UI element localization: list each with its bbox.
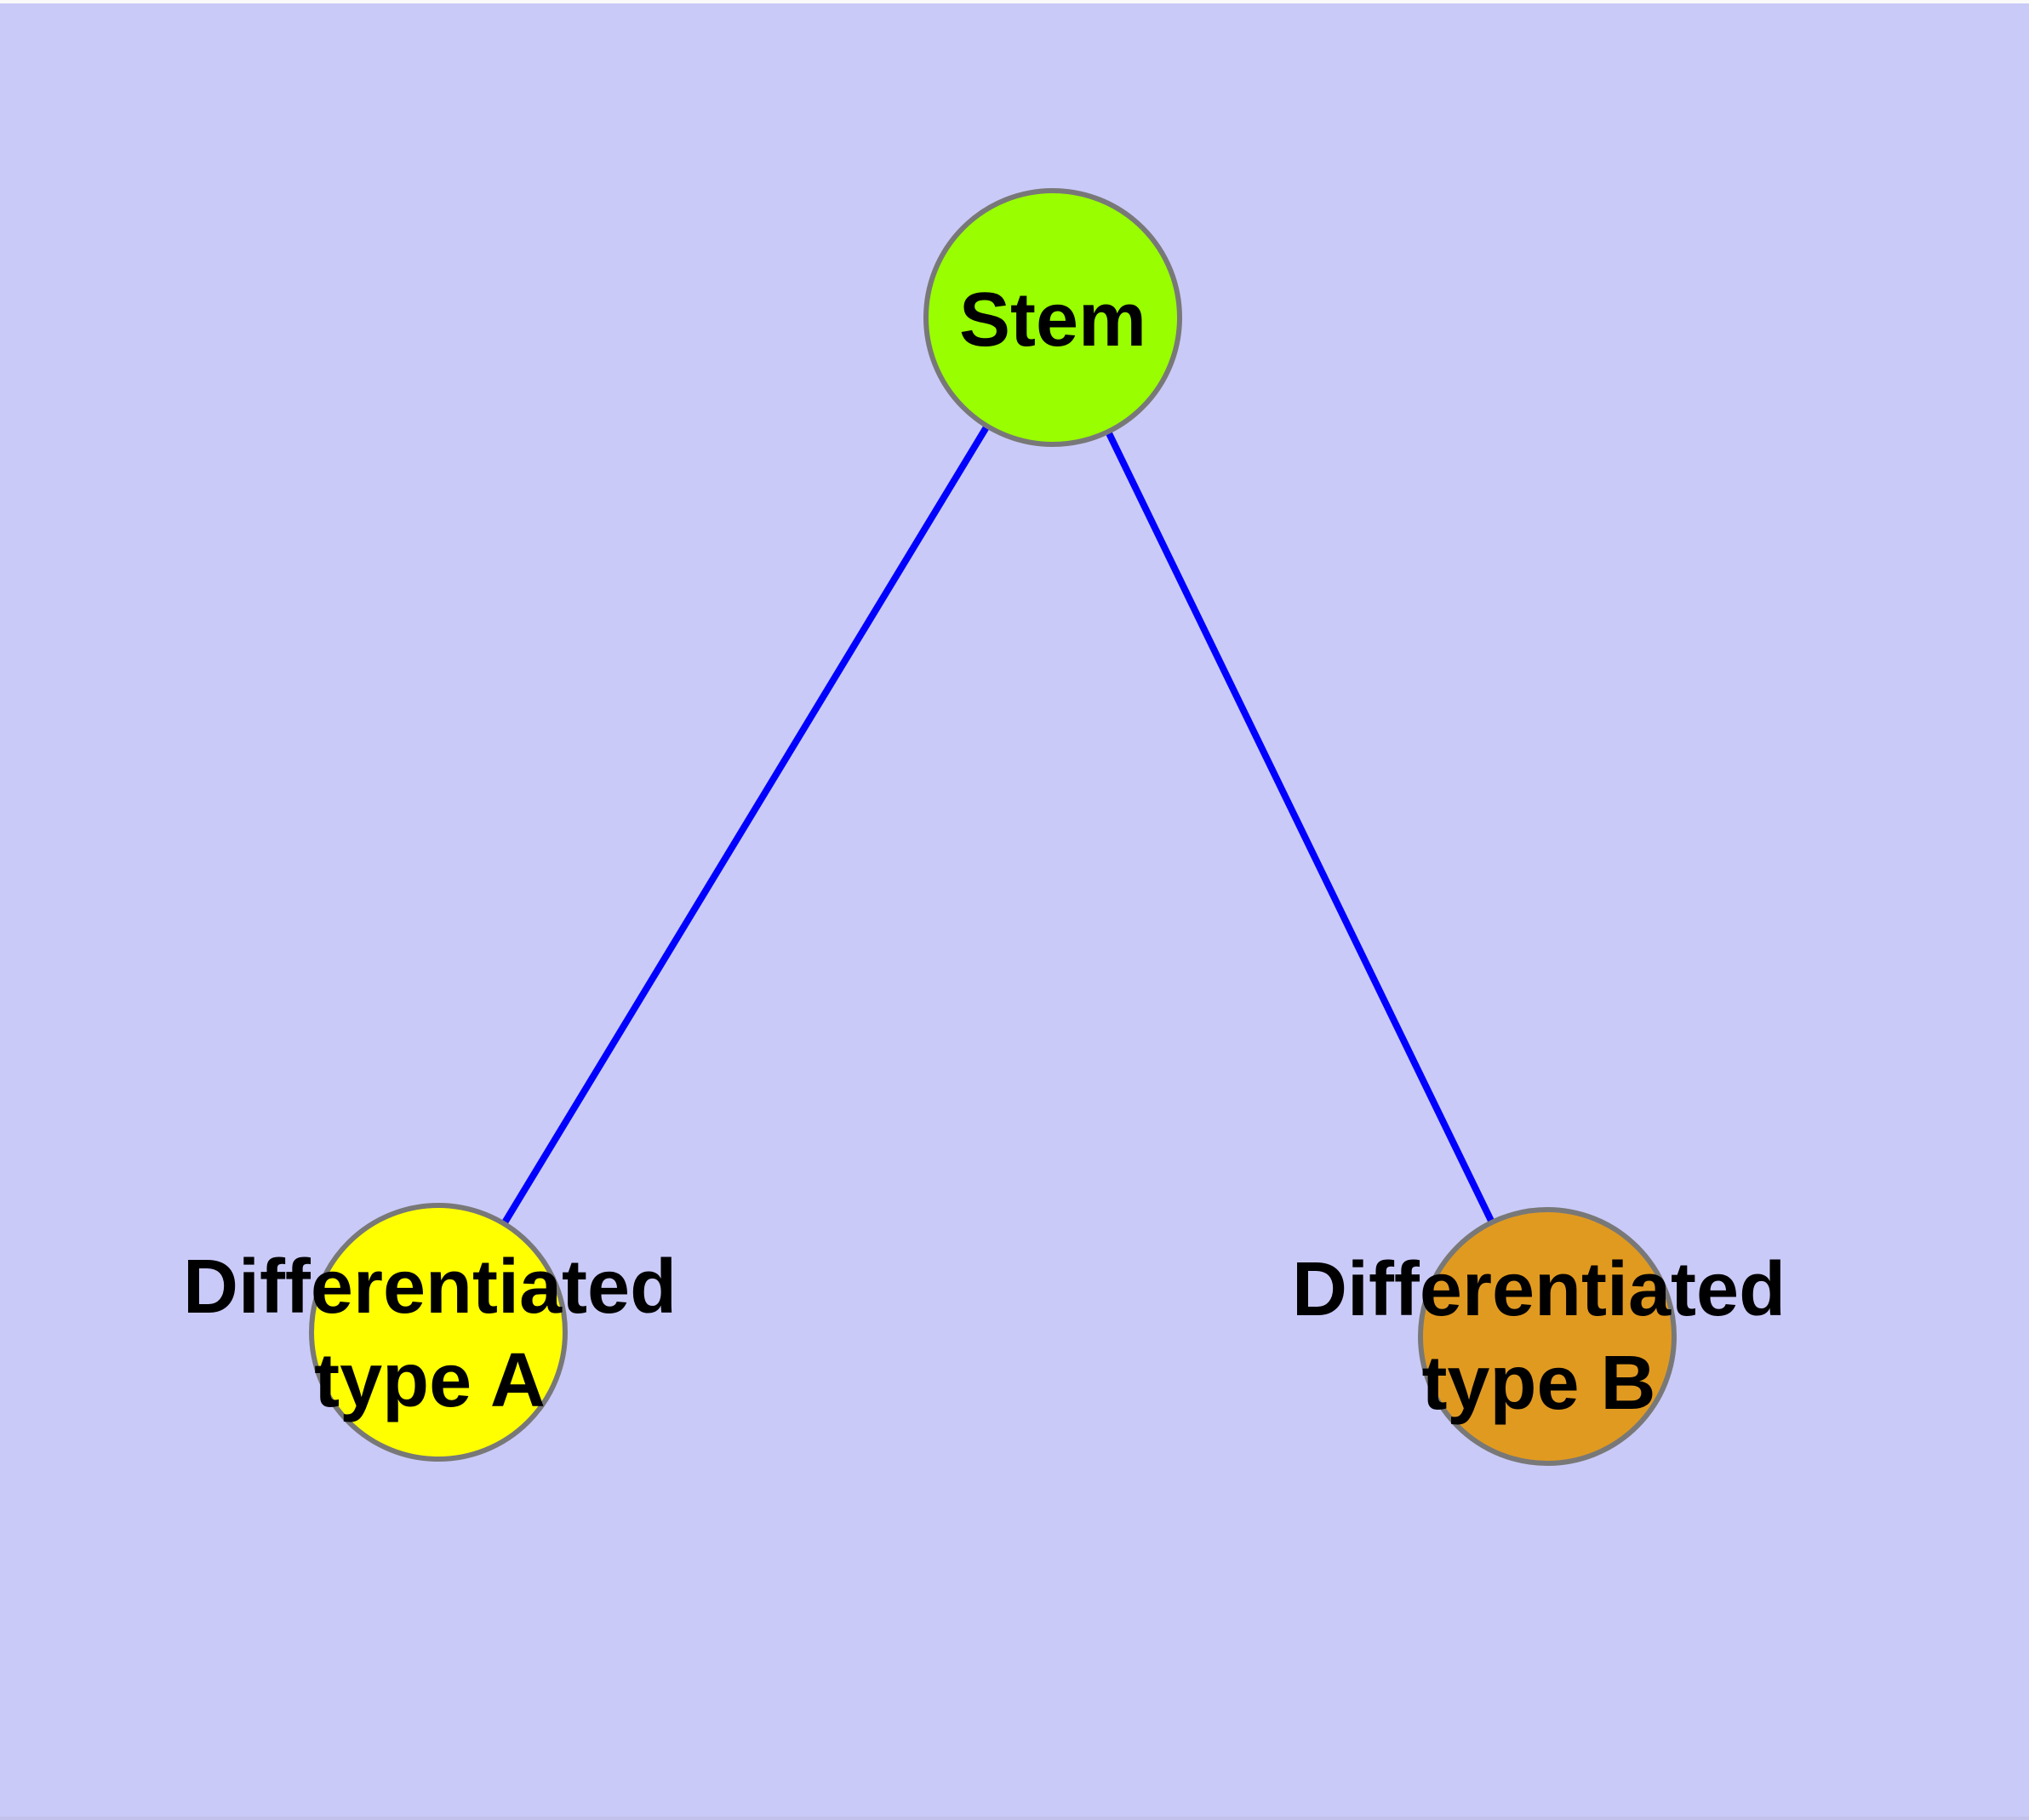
node-type-b-label: Differentiated type B	[1292, 1243, 1786, 1430]
node-stem-label-line-1: Stem	[958, 278, 1147, 363]
node-type-b-label-line-2: type B	[1421, 1341, 1656, 1426]
image-bottom-border	[0, 1817, 2029, 1820]
edge-stem-to-type-a	[435, 315, 1056, 1335]
node-type-b-circle	[1418, 1207, 1677, 1466]
node-stem-circle	[923, 188, 1182, 447]
node-type-a-label-line-1: Differentiated	[182, 1245, 677, 1330]
node-type-b-label-line-1: Differentiated	[1291, 1247, 1786, 1332]
image-top-border	[0, 0, 2029, 3]
node-type-a-circle	[309, 1203, 568, 1462]
edge-stem-to-type-b	[1049, 316, 1551, 1338]
node-stem-label: Stem	[959, 273, 1146, 367]
node-type-a-label-line-2: type A	[314, 1338, 546, 1423]
node-type-a-label: Differentiated type A	[183, 1240, 677, 1428]
